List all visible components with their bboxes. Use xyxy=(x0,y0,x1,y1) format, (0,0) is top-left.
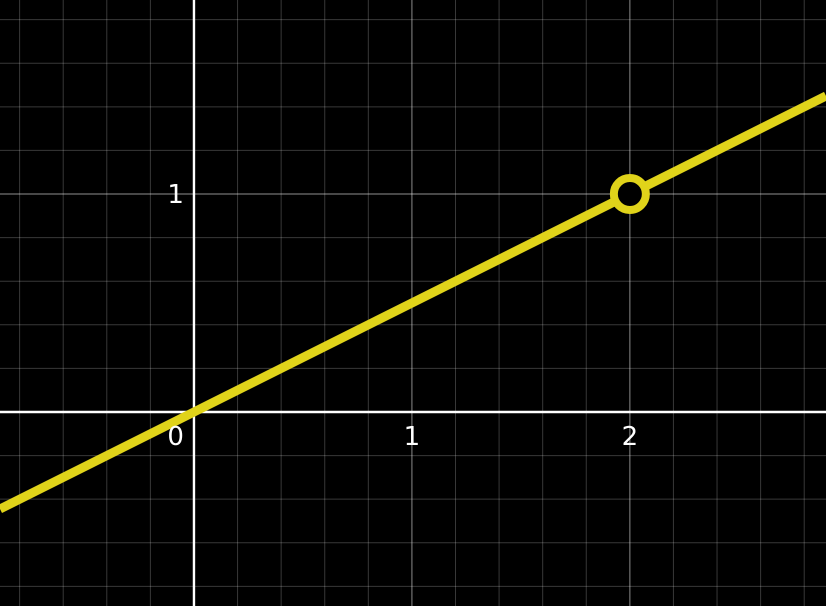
y-tick-label: 1 xyxy=(167,180,184,210)
tick-labels: 0 1 2 1 xyxy=(167,180,638,452)
open-point xyxy=(609,174,650,215)
series-layer xyxy=(0,91,826,514)
x-tick-label: 1 xyxy=(404,422,421,452)
x-tick-label: 0 xyxy=(167,422,184,452)
series-line xyxy=(0,91,826,514)
x-tick-label: 2 xyxy=(622,422,639,452)
